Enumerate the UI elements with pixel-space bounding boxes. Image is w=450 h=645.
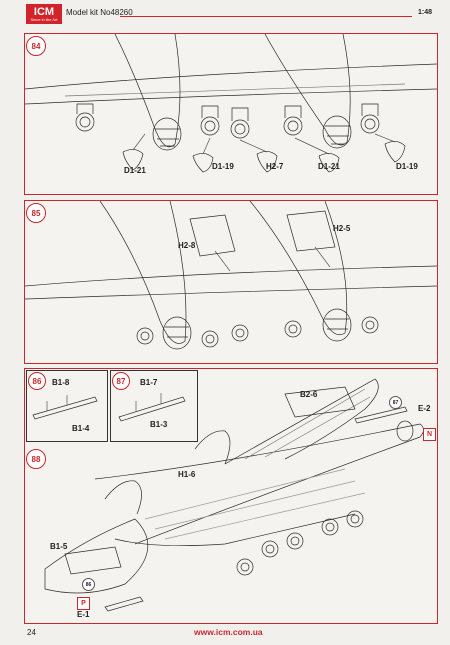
logo-tagline: Since in the Art	[30, 16, 58, 22]
step-88-badge: 88	[26, 449, 46, 469]
step-86-badge: 86	[28, 372, 46, 390]
part-e-1: E-1	[77, 610, 90, 619]
step-85-panel	[24, 200, 438, 364]
scale-label: 1:48	[418, 9, 433, 16]
page-header: ICM Since in the Art Model kit No48260 1…	[0, 0, 450, 26]
step-87-drawing	[118, 393, 186, 422]
part-d1-19-left: D1-19	[212, 162, 234, 171]
part-e-2: E-2	[418, 404, 431, 413]
flag-p: P	[77, 597, 90, 610]
page-number: 24	[27, 628, 36, 637]
part-b1-7: B1-7	[140, 378, 158, 387]
logo-text: ICM	[33, 5, 55, 18]
part-h2-8: H2-8	[178, 241, 196, 250]
part-b1-3: B1-3	[150, 420, 168, 429]
model-kit-number: Model kit No48260	[66, 8, 133, 17]
step-84-badge: 84	[26, 36, 46, 56]
step-84-panel	[24, 33, 438, 195]
part-b1-4: B1-4	[72, 424, 90, 433]
part-h2-5: H2-5	[333, 224, 351, 233]
flag-n: N	[423, 428, 436, 441]
header-rule	[120, 16, 412, 17]
part-h2-7: H2-7	[266, 162, 284, 171]
icm-logo: ICM Since in the Art	[26, 4, 62, 24]
website-link[interactable]: www.icm.com.ua	[194, 627, 263, 637]
part-h1-6: H1-6	[178, 470, 196, 479]
ref-step-87: 87	[389, 396, 402, 409]
part-d1-21-left: D1-21	[124, 166, 146, 175]
step-86-drawing	[32, 395, 98, 420]
step-84-drawing	[25, 34, 437, 173]
part-d1-19-right: D1-19	[396, 162, 418, 171]
step-85-badge: 85	[26, 203, 46, 223]
part-b1-8: B1-8	[52, 378, 70, 387]
part-b1-5: B1-5	[50, 542, 68, 551]
step-87-badge: 87	[112, 372, 130, 390]
step-85-drawing	[25, 201, 437, 350]
part-b2-6: B2-6	[300, 390, 318, 399]
part-d1-21-right: D1-21	[318, 162, 340, 171]
ref-step-86: 86	[82, 578, 95, 591]
